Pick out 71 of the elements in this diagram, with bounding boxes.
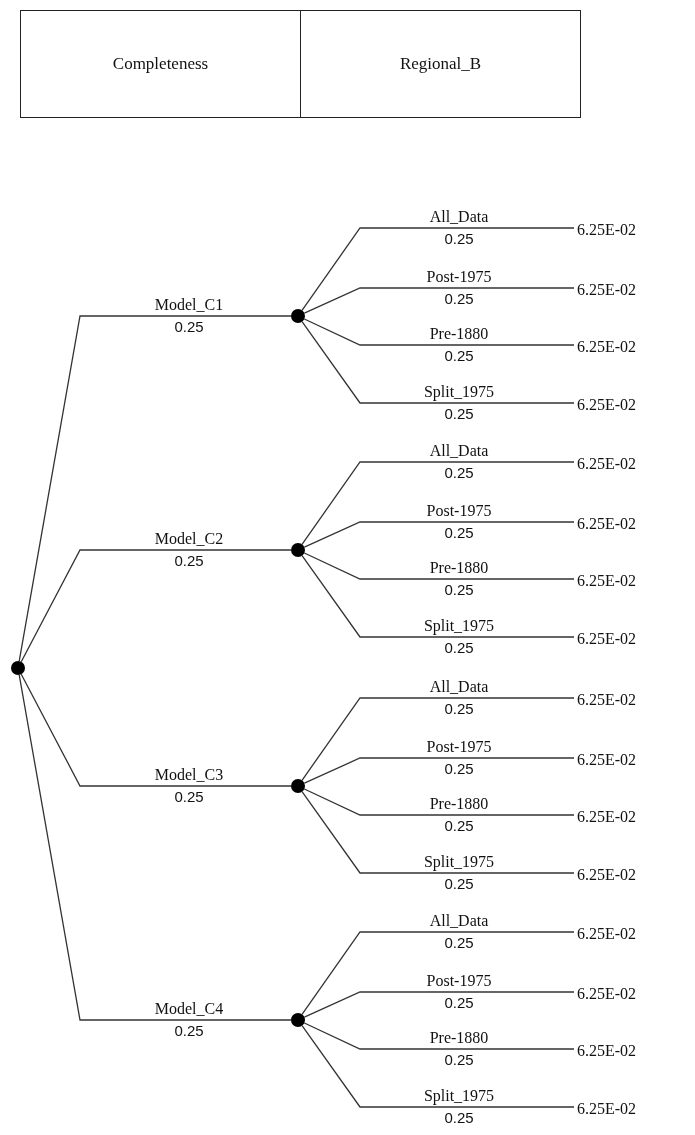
branch-label: All_Data bbox=[427, 912, 491, 930]
branch-line bbox=[301, 791, 575, 874]
branch-label: All_Data bbox=[427, 208, 491, 226]
branch-label: All_Data bbox=[427, 442, 491, 460]
outcome-value: 6.25E-02 bbox=[577, 1041, 637, 1061]
outcome-value: 6.25E-02 bbox=[577, 280, 637, 300]
branch-weight: 0.25 bbox=[444, 581, 474, 598]
outcome-value: 6.25E-02 bbox=[577, 629, 637, 649]
node-dot bbox=[291, 779, 305, 793]
branch-line bbox=[301, 1025, 575, 1108]
branch-line bbox=[20, 549, 292, 663]
branch-line bbox=[303, 521, 575, 548]
header-cell: Regional_B bbox=[300, 10, 581, 118]
node-dot bbox=[291, 543, 305, 557]
branch-line bbox=[303, 552, 575, 580]
outcome-value: 6.25E-02 bbox=[577, 690, 637, 710]
branch-line bbox=[18, 315, 292, 662]
node-dot bbox=[11, 661, 25, 675]
outcome-value: 6.25E-02 bbox=[577, 337, 637, 357]
branch-line bbox=[301, 931, 575, 1015]
branch-line bbox=[20, 673, 292, 787]
outcome-value: 6.25E-02 bbox=[577, 807, 637, 827]
outcome-value: 6.25E-02 bbox=[577, 984, 637, 1004]
branch-label: Model_C3 bbox=[152, 766, 226, 784]
node-dot bbox=[291, 309, 305, 323]
branch-line bbox=[303, 991, 575, 1018]
branch-line bbox=[303, 1022, 575, 1050]
branch-line bbox=[301, 555, 575, 638]
outcome-value: 6.25E-02 bbox=[577, 395, 637, 415]
branch-weight: 0.25 bbox=[444, 875, 474, 892]
branch-weight: 0.25 bbox=[444, 464, 474, 481]
outcome-value: 6.25E-02 bbox=[577, 454, 637, 474]
outcome-value: 6.25E-02 bbox=[577, 571, 637, 591]
outcome-value: 6.25E-02 bbox=[577, 1099, 637, 1119]
outcome-value: 6.25E-02 bbox=[577, 514, 637, 534]
branch-line bbox=[303, 318, 575, 346]
node-dot bbox=[291, 1013, 305, 1027]
branch-weight: 0.25 bbox=[174, 1022, 204, 1039]
branch-line bbox=[18, 674, 292, 1021]
branch-label: All_Data bbox=[427, 678, 491, 696]
branch-label: Model_C1 bbox=[152, 296, 226, 314]
branch-line bbox=[301, 461, 575, 545]
branch-weight: 0.25 bbox=[444, 639, 474, 656]
branch-line bbox=[303, 788, 575, 816]
branch-weight: 0.25 bbox=[444, 700, 474, 717]
branch-weight: 0.25 bbox=[444, 230, 474, 247]
outcome-value: 6.25E-02 bbox=[577, 750, 637, 770]
branch-weight: 0.25 bbox=[444, 524, 474, 541]
branch-line bbox=[301, 697, 575, 781]
branch-label: Model_C2 bbox=[152, 530, 226, 548]
header-cell: Completeness bbox=[20, 10, 301, 118]
branch-weight: 0.25 bbox=[444, 934, 474, 951]
branch-weight: 0.25 bbox=[444, 760, 474, 777]
branch-weight: 0.25 bbox=[174, 552, 204, 569]
branch-line bbox=[301, 227, 575, 311]
branch-weight: 0.25 bbox=[444, 817, 474, 834]
branch-weight: 0.25 bbox=[444, 1051, 474, 1068]
branch-weight: 0.25 bbox=[444, 290, 474, 307]
branch-weight: 0.25 bbox=[444, 347, 474, 364]
outcome-value: 6.25E-02 bbox=[577, 924, 637, 944]
branch-line bbox=[301, 321, 575, 404]
branch-label: Model_C4 bbox=[152, 1000, 226, 1018]
outcome-value: 6.25E-02 bbox=[577, 865, 637, 885]
branch-weight: 0.25 bbox=[174, 318, 204, 335]
branch-weight: 0.25 bbox=[174, 788, 204, 805]
branch-line bbox=[303, 287, 575, 314]
branch-weight: 0.25 bbox=[444, 994, 474, 1011]
branch-weight: 0.25 bbox=[444, 405, 474, 422]
outcome-value: 6.25E-02 bbox=[577, 220, 637, 240]
branch-line bbox=[303, 757, 575, 784]
branch-weight: 0.25 bbox=[444, 1109, 474, 1126]
